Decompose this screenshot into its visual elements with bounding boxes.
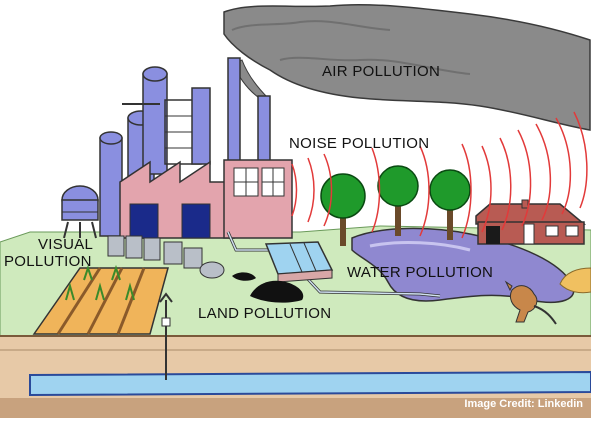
water-tower (61, 185, 99, 239)
water-pollution-label: WATER POLLUTION (347, 264, 494, 281)
kangaroo (504, 280, 557, 325)
visual-pollution-label-line2: POLLUTION (4, 253, 92, 270)
visual-pollution-label-line1: VISUAL (38, 236, 94, 253)
factory (119, 159, 293, 239)
image-credit: Image Credit: Linkedin (464, 398, 583, 410)
waste-pile (250, 280, 304, 303)
noise-waves (291, 111, 588, 239)
barrels (107, 235, 225, 279)
visual-pollution-label: VISUAL POLLUTION (4, 236, 93, 270)
underground-river (29, 370, 591, 397)
trees (320, 165, 471, 246)
smoke-cloud (223, 3, 591, 131)
hay (559, 267, 591, 294)
land-pollution-label: LAND POLLUTION (198, 305, 332, 322)
noise-pollution-label: NOISE POLLUTION (289, 135, 430, 152)
lake (351, 227, 575, 303)
crop-field (32, 264, 169, 335)
treatment-tank (264, 241, 334, 283)
air-pollution-label: AIR POLLUTION (322, 63, 441, 80)
house (475, 199, 587, 245)
